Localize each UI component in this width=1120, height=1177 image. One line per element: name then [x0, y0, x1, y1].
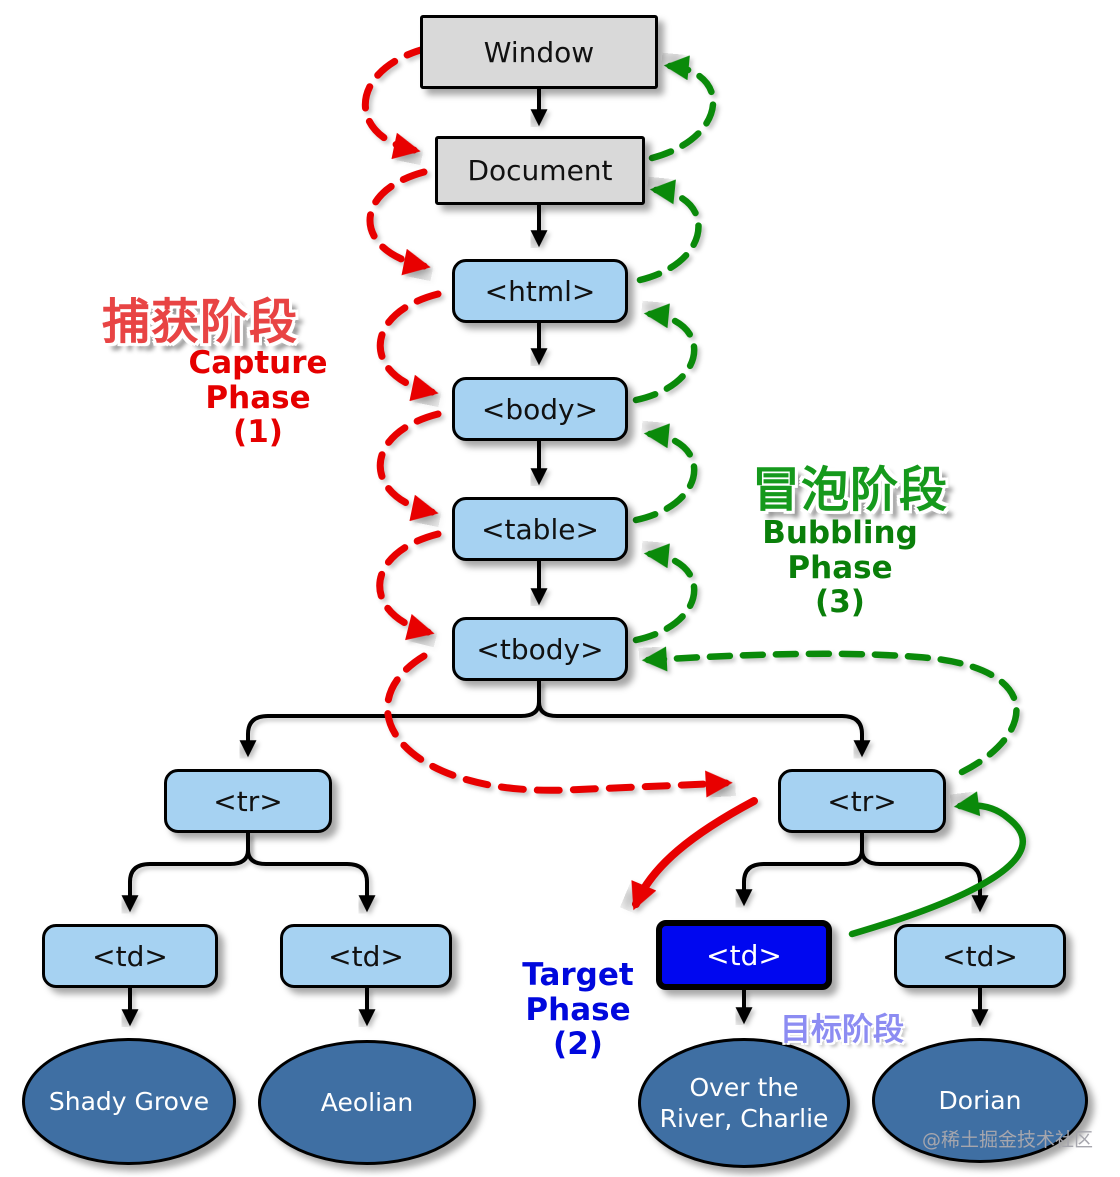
node-tr-right: <tr>: [778, 769, 946, 833]
node-table: <table>: [452, 497, 628, 561]
target-phase-en-label: Target Phase (2): [478, 958, 678, 1062]
edge-tbody-trright: [537, 681, 871, 758]
node-document-label: Document: [467, 154, 613, 187]
capture-phase-en-line3: (1): [233, 414, 283, 451]
bubble-arrows: [632, 55, 1020, 776]
leaf-dorian-label: Dorian: [938, 1085, 1022, 1115]
node-td-2-label: <td>: [328, 939, 404, 973]
target-phase-en-line1: Target: [522, 957, 634, 993]
capture-arc-window-document: [361, 44, 432, 160]
leaf-aeolian-label: Aeolian: [320, 1087, 414, 1117]
bubbling-phase-cn-label: 冒泡阶段: [752, 450, 948, 520]
bubbling-phase-en-line2: Phase: [787, 549, 893, 586]
target-phase-cn-label: 目标阶段: [780, 1004, 904, 1049]
node-tr-left-label: <tr>: [213, 784, 283, 818]
capture-phase-en-line2: Phase: [205, 379, 311, 416]
bubbling-phase-en-line3: (3): [815, 584, 865, 621]
capture-arc-table-tbody: [376, 530, 442, 641]
bubble-arc-tr-tbody: [641, 646, 1020, 776]
node-td-target-label: <td>: [706, 938, 782, 972]
bubbling-phase-en-line1: Bubbling: [762, 515, 918, 551]
edge-tbody-trleft: [239, 681, 541, 758]
edge-trright-tdtarget: [735, 833, 864, 907]
target-phase-cn-text: 目标阶段: [780, 1012, 904, 1048]
capture-phase-en-label: Capture Phase (1): [158, 346, 358, 450]
capture-phase-en-line1: Capture: [188, 345, 328, 381]
node-body: <body>: [452, 377, 628, 441]
leaf-shady-grove: Shady Grove: [22, 1038, 236, 1165]
node-table-label: <table>: [481, 512, 599, 546]
capture-phase-cn-label: 捕获阶段: [102, 282, 298, 352]
bubble-arc-html-document: [636, 179, 702, 284]
bubble-arc-table-body: [632, 423, 698, 524]
node-html-label: <html>: [484, 274, 596, 308]
node-tr-left: <tr>: [164, 769, 332, 833]
node-document: Document: [435, 136, 645, 205]
bubbling-phase-cn-text: 冒泡阶段: [752, 462, 949, 518]
node-tbody: <tbody>: [452, 617, 628, 681]
target-phase-en-line2: Phase: [525, 991, 631, 1028]
node-tr-right-label: <tr>: [827, 784, 897, 818]
node-body-label: <body>: [481, 392, 599, 426]
capture-arc-html-body: [376, 290, 442, 402]
node-window-label: Window: [483, 35, 595, 69]
bubble-arc-tbody-table: [632, 543, 698, 644]
bubble-arc-body-html: [632, 303, 698, 404]
node-td-1-label: <td>: [92, 939, 168, 973]
bubbling-phase-en-label: Bubbling Phase (3): [740, 516, 940, 620]
leaf-dorian: Dorian: [872, 1038, 1088, 1163]
leaf-aeolian: Aeolian: [258, 1040, 476, 1165]
edge-trright-td4: [860, 833, 989, 913]
watermark: @稀土掘金技术社区: [922, 1125, 1093, 1152]
capture-phase-cn-text: 捕获阶段: [102, 294, 299, 350]
node-tbody-label: <tbody>: [476, 632, 604, 666]
node-td-4-label: <td>: [942, 939, 1018, 973]
capture-arc-document-html: [366, 168, 431, 276]
node-td-4: <td>: [894, 924, 1066, 988]
leaf-over-the-river-label: Over the River, Charlie: [659, 1072, 829, 1133]
node-td-target: <td>: [656, 920, 832, 990]
capture-arc-body-table: [376, 410, 442, 522]
node-td-1: <td>: [42, 924, 218, 988]
capture-arrow-to-target: [631, 797, 758, 911]
node-td-2: <td>: [280, 924, 452, 988]
target-phase-en-line3: (2): [553, 1026, 603, 1063]
bubble-arc-document-window: [648, 55, 717, 162]
node-window: Window: [420, 15, 658, 89]
edge-trleft-td1: [121, 833, 250, 913]
leaf-shady-grove-label: Shady Grove: [48, 1086, 210, 1116]
leaf-over-the-river: Over the River, Charlie: [638, 1038, 850, 1168]
edge-trleft-td2: [246, 833, 376, 913]
watermark-text: @稀土掘金技术社区: [922, 1129, 1094, 1151]
node-html: <html>: [452, 259, 628, 323]
